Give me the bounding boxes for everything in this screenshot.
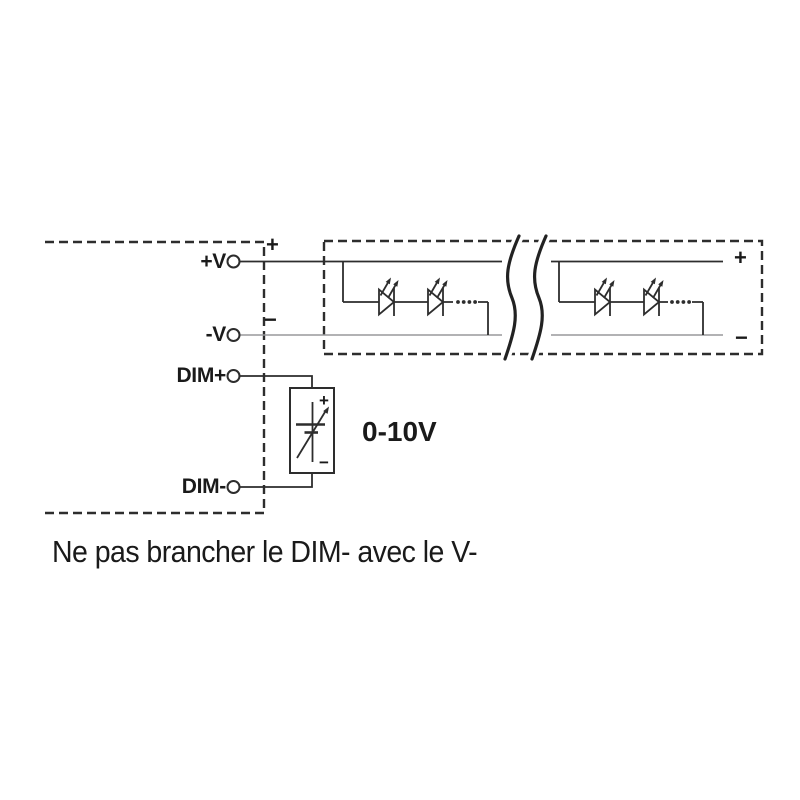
terminal-label-minus-v: -V — [205, 323, 227, 346]
led-icon — [643, 276, 665, 317]
cable-break-icon — [500, 233, 551, 361]
driver-dashed-outline — [45, 240, 266, 515]
led-string-2-wire — [558, 261, 704, 335]
led-icon — [427, 276, 449, 317]
driver-minus-sign: − — [264, 307, 277, 332]
led-icon — [594, 276, 616, 317]
dim-wires — [240, 375, 313, 488]
source-plus-sign: + — [319, 391, 329, 410]
terminal-circle-minus-v — [226, 328, 241, 342]
terminal-circle-dim-plus — [226, 369, 241, 383]
terminal-label-dim-minus: DIM- — [181, 475, 227, 498]
dim-source-box — [289, 387, 335, 474]
terminal-circle-plus-v — [226, 254, 241, 269]
led-series-dots — [456, 300, 691, 304]
warning-note: Ne pas brancher le DIM- avec le V- — [52, 534, 478, 569]
terminal-label-dim-plus: DIM+ — [176, 364, 226, 387]
led-icon — [378, 276, 400, 317]
terminal-circle-dim-minus — [226, 480, 241, 494]
source-voltage-label: 0-10V — [362, 416, 437, 447]
driver-plus-sign: + — [266, 232, 279, 257]
terminal-label-plus-v: +V — [200, 249, 226, 273]
variable-source-icon — [296, 402, 329, 462]
source-minus-sign: − — [319, 453, 329, 472]
led-module-minus-sign: − — [735, 325, 748, 350]
led-string-1-wire — [342, 261, 489, 335]
led-module-plus-sign: + — [734, 245, 747, 270]
